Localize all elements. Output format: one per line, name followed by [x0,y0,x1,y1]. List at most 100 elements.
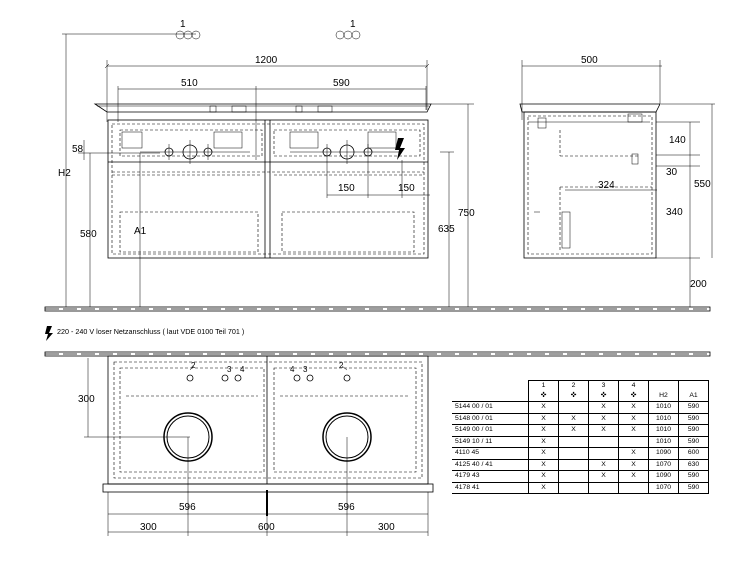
header-3: 3✜ [588,380,619,402]
dim-300-right: 300 [378,522,395,533]
cell-code: 4179 43 [452,470,529,483]
wall-line [44,351,711,357]
cell-c2 [558,435,589,448]
front-elevation: 1200 510 590 [58,19,475,307]
dim-1200: 1200 [255,55,278,66]
power-note: 220 - 240 V loser Netzanschluss ( laut V… [57,327,245,336]
cell-c3: X [588,458,619,471]
dim-510: 510 [181,78,198,89]
cell-a1: 590 [678,412,709,425]
dim-596-right: 596 [338,502,355,513]
cell-c1: X [528,435,559,448]
cell-h2: 1090 [648,470,679,483]
table-header-row: 1✜ 2✜ 3✜ 4✜ H2 A1 [452,380,709,402]
power-symbol-icon [395,138,405,160]
dim-200: 200 [690,279,707,290]
cell-c1: X [528,412,559,425]
cell-h2: 1070 [648,458,679,471]
cell-c2 [558,458,589,471]
dim-750: 750 [458,208,475,219]
dim-h2: H2 [58,168,71,179]
cell-c3: X [588,401,619,414]
cell-c4: X [618,424,649,437]
header-2: 2✜ [558,380,589,402]
header-h2: H2 [648,380,679,402]
cell-c4 [618,435,649,448]
cell-h2: 1090 [648,447,679,460]
dim-500: 500 [581,55,598,66]
cell-c2 [558,401,589,414]
header-a1: A1 [678,380,709,402]
dim-58: 58 [72,144,84,155]
tap-symbol-icon: ✜ [570,392,577,399]
cell-c4: X [618,447,649,460]
cell-c3 [588,435,619,448]
coupling-icon [175,30,201,40]
cell-c3 [588,481,619,494]
cell-h2: 1070 [648,481,679,494]
coupling-icon [335,30,361,40]
cell-h2: 1010 [648,401,679,414]
cell-c4: X [618,470,649,483]
power-symbol-icon [45,326,53,341]
cell-a1: 590 [678,401,709,414]
plan-marker-3-left: 3 [227,365,232,374]
header-1: 1✜ [528,380,559,402]
tap-symbol-icon: ✜ [600,392,607,399]
cell-c1: X [528,458,559,471]
cell-c4 [618,481,649,494]
cell-c3: X [588,470,619,483]
header-4: 4✜ [618,380,649,402]
cell-code: 5144 00 / 01 [452,401,529,414]
dim-150-left: 150 [338,183,355,194]
plan-marker-2-left: 2 [191,361,196,370]
dim-a1: A1 [134,226,147,237]
cell-code: 5149 10 / 11 [452,435,529,448]
marker-1-left: 1 [180,19,186,30]
dim-30: 30 [666,167,678,178]
cell-c3: X [588,424,619,437]
cell-code: 4110 45 [452,447,529,460]
cell-c2 [558,470,589,483]
cell-c2 [558,481,589,494]
dim-300-left: 300 [140,522,157,533]
cell-a1: 590 [678,424,709,437]
plan-view: 2 3 4 4 3 2 300 596 596 300 600 300 [78,355,434,536]
cell-code: 5149 00 / 01 [452,424,529,437]
dim-580: 580 [80,229,97,240]
cell-c3 [588,447,619,460]
tap-symbol-icon: ✜ [630,392,637,399]
cell-h2: 1010 [648,424,679,437]
dim-590: 590 [333,78,350,89]
cell-c2: X [558,424,589,437]
dim-340: 340 [666,207,683,218]
dim-324: 324 [598,180,615,191]
dim-596-left: 596 [179,502,196,513]
dim-150-right: 150 [398,183,415,194]
cell-code: 5148 00 / 01 [452,412,529,425]
plan-marker-4-right: 4 [290,365,295,374]
cell-c1: X [528,481,559,494]
dim-635: 635 [438,224,455,235]
cell-c2 [558,447,589,460]
cell-code: 4125 40 / 41 [452,458,529,471]
cell-h2: 1010 [648,412,679,425]
cell-a1: 590 [678,481,709,494]
cell-c2: X [558,412,589,425]
cell-c4: X [618,458,649,471]
plan-marker-3-right: 3 [303,365,308,374]
cell-code: 4178 41 [452,481,529,494]
tap-symbol-icon: ✜ [540,392,547,399]
dim-600: 600 [258,522,275,533]
dim-550: 550 [694,179,711,190]
cell-a1: 590 [678,470,709,483]
